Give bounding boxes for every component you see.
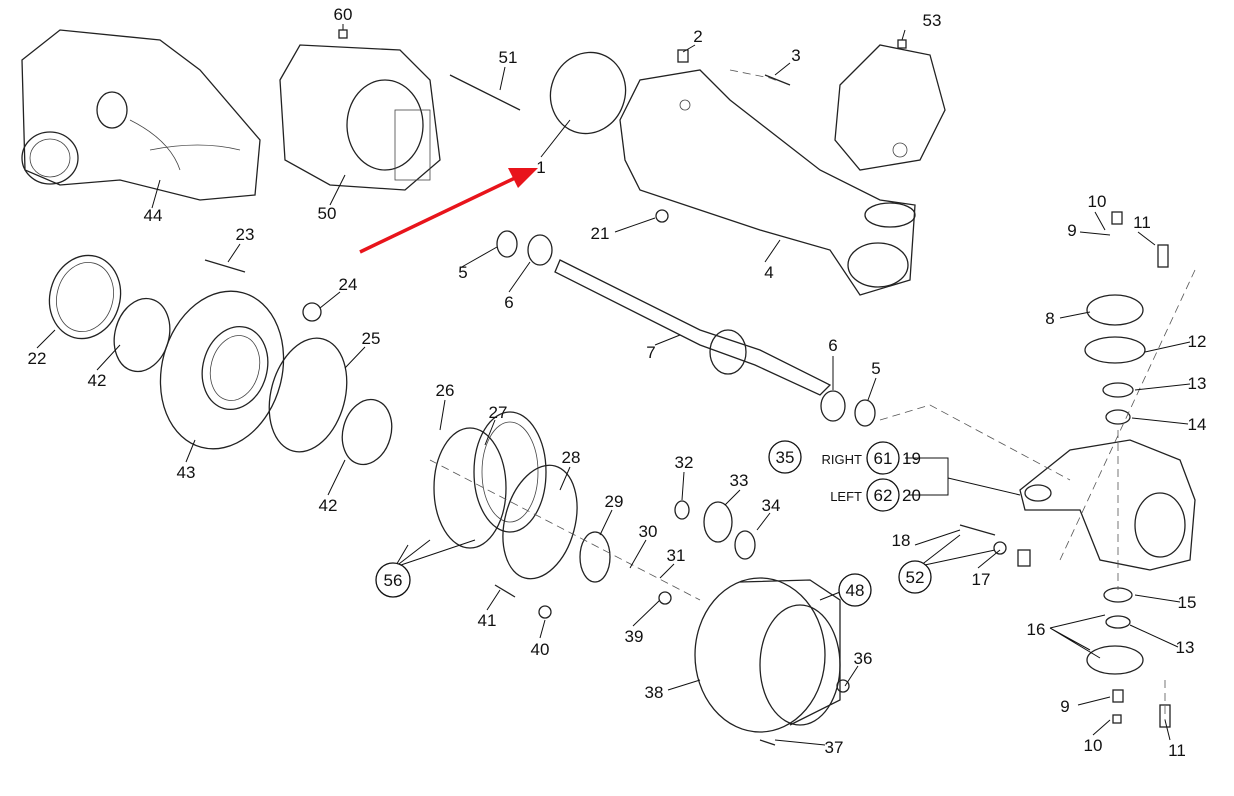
callout-10: 10	[1084, 736, 1103, 755]
callout-60: 60	[334, 5, 353, 24]
callout-circle-35	[768, 440, 802, 474]
callout-circle-52	[898, 560, 932, 594]
callout-30: 30	[639, 522, 658, 541]
callout-42: 42	[319, 496, 338, 515]
callout-2: 2	[693, 27, 702, 46]
hub-38-48	[694, 577, 841, 733]
callout-21: 21	[591, 224, 610, 243]
callout-44: 44	[144, 206, 163, 225]
callout-circle-56	[375, 562, 411, 598]
callout-13: 13	[1176, 638, 1195, 657]
callout-6: 6	[504, 293, 513, 312]
callout-27: 27	[489, 403, 508, 422]
callout-18: 18	[892, 531, 911, 550]
label-right: RIGHT	[822, 452, 863, 467]
axle-housing-44	[21, 29, 261, 201]
callout-43: 43	[177, 463, 196, 482]
callout-14: 14	[1188, 415, 1207, 434]
callout-13: 13	[1188, 374, 1207, 393]
callout-15: 15	[1178, 593, 1197, 612]
callout-39: 39	[625, 627, 644, 646]
callout-5: 5	[871, 359, 880, 378]
callout-3: 3	[791, 46, 800, 65]
callout-12: 12	[1188, 332, 1207, 351]
callout-42: 42	[88, 371, 107, 390]
axle-housing-4	[619, 69, 916, 296]
leader-lines	[36, 24, 1191, 746]
callout-52: 52	[906, 568, 925, 587]
callout-23: 23	[236, 225, 255, 244]
callout-32: 32	[675, 453, 694, 472]
callout-33: 33	[730, 471, 749, 490]
callout-10: 10	[1088, 192, 1107, 211]
callout-4: 4	[764, 263, 773, 282]
callout-56: 56	[384, 571, 403, 590]
callout-50: 50	[318, 204, 337, 223]
center-lines	[429, 69, 1196, 720]
hardware	[204, 29, 1171, 746]
side-bracket	[905, 457, 1021, 496]
callout-51: 51	[499, 48, 518, 67]
callout-24: 24	[339, 275, 358, 294]
callout-37: 37	[825, 738, 844, 757]
highlight-arrow	[359, 168, 538, 254]
label-left: LEFT	[830, 489, 862, 504]
callout-53: 53	[923, 11, 942, 30]
callout-31: 31	[667, 546, 686, 565]
callout-11: 11	[1133, 213, 1151, 232]
callout-circle-61	[866, 441, 900, 475]
cover-53	[834, 44, 946, 171]
callout-26: 26	[436, 381, 455, 400]
callout-34: 34	[762, 496, 781, 515]
differential-housing-50	[279, 44, 521, 191]
callout-22: 22	[28, 349, 47, 368]
callout-8: 8	[1045, 309, 1054, 328]
callout-16: 16	[1027, 620, 1046, 639]
planet-gears-33-34	[674, 500, 756, 560]
callout-17: 17	[972, 570, 991, 589]
callout-11: 11	[1168, 741, 1186, 760]
bushings-5-6	[496, 230, 876, 427]
callout-20: 20	[902, 486, 921, 505]
callout-40: 40	[531, 640, 550, 659]
callout-9: 9	[1067, 221, 1076, 240]
callout-7: 7	[646, 343, 655, 362]
callout-38: 38	[645, 683, 664, 702]
ring-gear-27	[433, 411, 611, 583]
axle-shaft-7	[554, 259, 832, 396]
callout-circle-62	[866, 478, 900, 512]
callout-29: 29	[605, 492, 624, 511]
callout-6: 6	[828, 336, 837, 355]
callout-48: 48	[846, 581, 865, 600]
callout-36: 36	[854, 649, 873, 668]
o-ring-1	[549, 51, 627, 135]
callout-35: 35	[776, 448, 795, 467]
callout-circle-48	[838, 573, 872, 607]
callout-41: 41	[478, 611, 497, 630]
callout-61: 61	[874, 449, 893, 468]
callout-labels: 60 53 2 3 51 1 44 50 21 23 10 9 11 4 5 6…	[28, 5, 1207, 760]
callout-25: 25	[362, 329, 381, 348]
callout-9: 9	[1060, 697, 1069, 716]
callout-1: 1	[536, 158, 545, 177]
callout-62: 62	[874, 486, 893, 505]
callout-19: 19	[902, 449, 921, 468]
steering-knuckle	[1019, 294, 1196, 675]
seals-22-42-43	[48, 254, 393, 466]
callout-5: 5	[458, 263, 467, 282]
callout-28: 28	[562, 448, 581, 467]
